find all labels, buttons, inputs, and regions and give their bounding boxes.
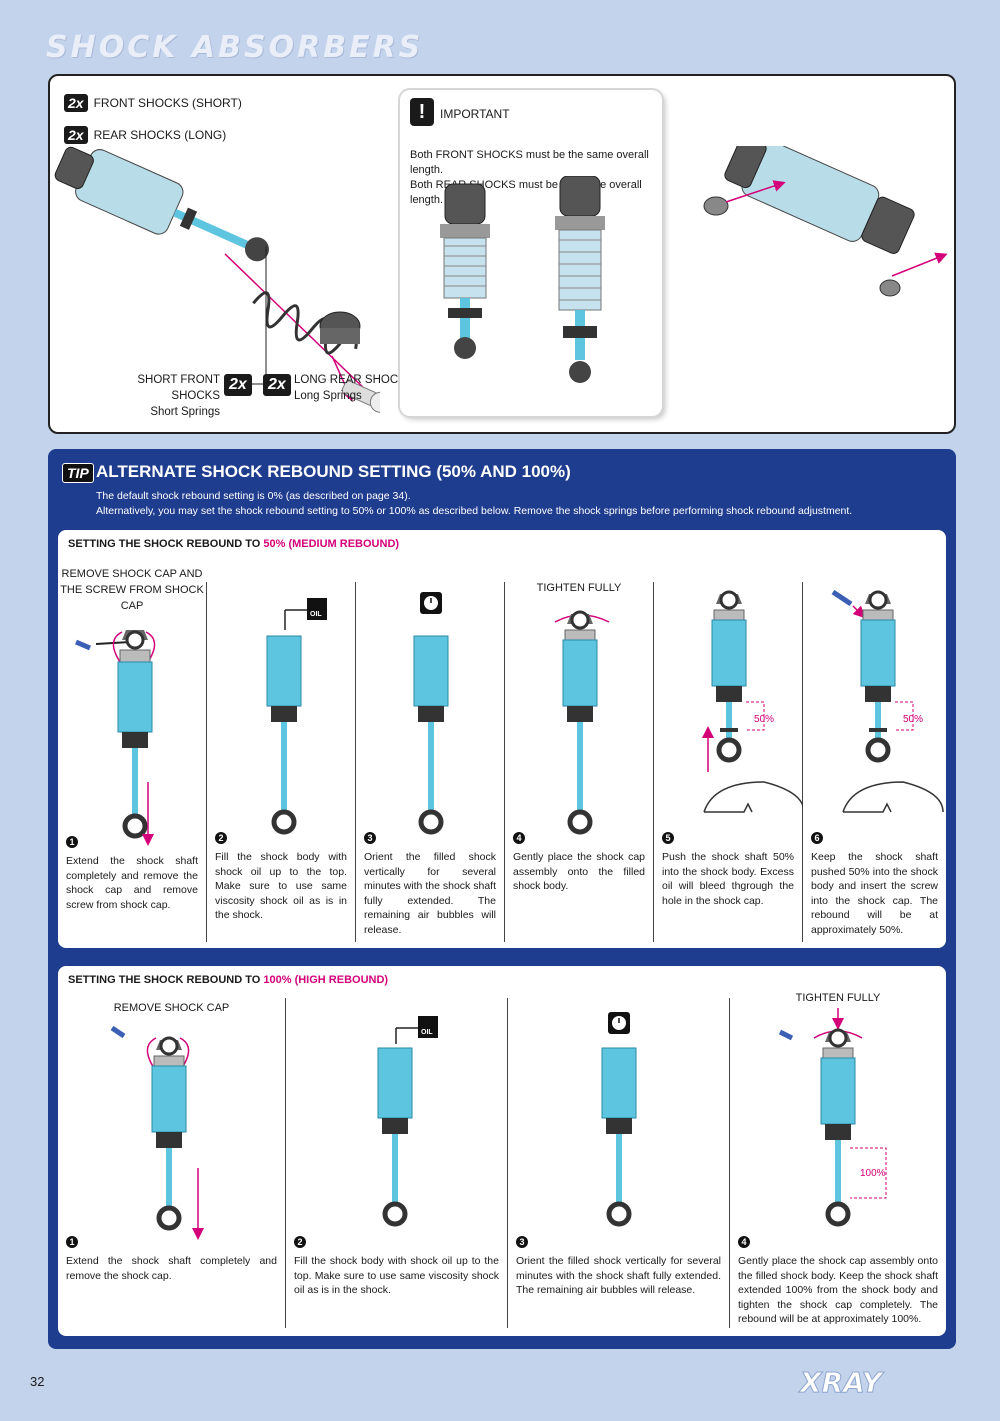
section-title-pct: 50% (MEDIUM REBOUND) <box>263 538 400 550</box>
step-number: 4 <box>738 1236 750 1248</box>
exploded-shock-illustration <box>54 146 380 413</box>
step-text: Orient the filled shock vertically for s… <box>364 851 496 936</box>
important-title: IMPORTANT <box>440 107 510 121</box>
rebound-100-section: SETTING THE SHOCK REBOUND TO 100% (HIGH … <box>58 966 946 1336</box>
rear-shocks-qty-row: 2x REAR SHOCKS (LONG) <box>64 126 226 144</box>
step-card: 50% 5 Push the shock shaft 50% into the … <box>654 582 803 942</box>
step-text: Keep the shock shaft pushed 50% into the… <box>811 851 938 936</box>
step-number: 1 <box>66 836 78 848</box>
step-heading: REMOVE SHOCK CAP AND THE SCREW FROM SHOC… <box>60 568 204 612</box>
shock-step-illustration <box>75 630 156 846</box>
tip-title: ALTERNATE SHOCK REBOUND SETTING (50% AND… <box>96 462 571 481</box>
section-title: SETTING THE SHOCK REBOUND TO 100% (HIGH … <box>68 974 388 986</box>
step-number: 2 <box>294 1236 306 1248</box>
section-title: SETTING THE SHOCK REBOUND TO 50% (MEDIUM… <box>68 538 399 550</box>
short-springs-sub: Short Springs <box>150 406 220 418</box>
tip-panel: TIP ALTERNATE SHOCK REBOUND SETTING (50%… <box>48 449 956 1349</box>
rebound-50-section: SETTING THE SHOCK REBOUND TO 50% (MEDIUM… <box>58 530 946 948</box>
tip-badge: TIP <box>62 463 94 483</box>
shock-overview-panel: 2x FRONT SHOCKS (SHORT) 2x REAR SHOCKS (… <box>48 74 956 434</box>
shock-step-illustration: OIL <box>377 1016 438 1227</box>
section-title-pct: 100% (HIGH REBOUND) <box>263 974 389 986</box>
xray-logo: XRAY <box>798 1366 886 1400</box>
rebound-50-label: 50% <box>903 714 923 725</box>
tip-description: The default shock rebound setting is 0% … <box>96 489 852 519</box>
oil-icon: OIL <box>421 1029 433 1036</box>
step-heading: REMOVE SHOCK CAP <box>113 1002 230 1014</box>
shock-step-illustration <box>413 592 449 835</box>
section-title-prefix: SETTING THE SHOCK REBOUND TO <box>68 538 264 550</box>
tip-line: Alternatively, you may set the shock reb… <box>96 505 853 517</box>
step-number: 4 <box>513 832 525 844</box>
step-number: 3 <box>364 832 376 844</box>
short-front-shocks-title: SHORT FRONT SHOCKS <box>137 374 220 402</box>
step-text: Orient the filled shock vertically for s… <box>516 1255 721 1296</box>
step-heading: TIGHTEN FULLY <box>795 992 881 1004</box>
shock-step-illustration: OIL <box>266 598 327 835</box>
step-card: TIGHTEN FULLY 4 Gently place the shock c… <box>505 582 654 942</box>
step-card: OIL 2 Fill the shock body with shock oil… <box>286 998 508 1328</box>
step-number: 3 <box>516 1236 528 1248</box>
qty-badge: 2x <box>64 94 88 112</box>
short-springs-label: SHORT FRONT SHOCKS Short Springs <box>120 372 220 420</box>
step-text: Fill the shock body with shock oil up to… <box>294 1255 499 1296</box>
rear-shocks-label: REAR SHOCKS (LONG) <box>93 128 227 142</box>
front-shocks-qty-row: 2x FRONT SHOCKS (SHORT) <box>64 94 242 112</box>
shock-step-illustration <box>110 1025 204 1240</box>
shock-step-illustration <box>554 610 610 835</box>
step-number: 2 <box>215 832 227 844</box>
spring-connector-lines <box>248 246 284 385</box>
step-text: Extend the shock shaft completely and re… <box>66 855 198 911</box>
step-text: Gently place the shock cap assembly onto… <box>738 1255 938 1325</box>
step-card: 3 Orient the filled shock vertically for… <box>356 582 505 942</box>
rebound-100-label: 100% <box>860 1168 886 1179</box>
step-text: Fill the shock body with shock oil up to… <box>215 851 347 921</box>
important-line: Both FRONT SHOCKS must be the same overa… <box>410 149 649 176</box>
step-card: TIGHTEN FULLY 100% 4 Gently place the sh… <box>730 992 946 1328</box>
step-card: OIL 2 Fill the shock body with shock oil… <box>207 582 356 942</box>
step-card: 3 Orient the filled shock vertically for… <box>508 998 730 1328</box>
page-title: SHOCK ABSORBERS <box>46 30 424 65</box>
important-notice: ! IMPORTANT Both FRONT SHOCKS must be th… <box>400 90 662 416</box>
step-number: 1 <box>66 1236 78 1248</box>
shock-step-illustration <box>601 1012 637 1227</box>
step-card: REMOVE SHOCK CAP AND THE SCREW FROM SHOC… <box>58 568 207 942</box>
long-springs-label: LONG REAR SHOCKS Long Springs <box>294 372 414 404</box>
rebound-50-label: 50% <box>754 714 774 725</box>
step-number: 5 <box>662 832 674 844</box>
step-text: Push the shock shaft 50% into the shock … <box>662 851 794 907</box>
long-springs-sub: Long Springs <box>294 390 362 402</box>
front-shocks-label: FRONT SHOCKS (SHORT) <box>93 96 242 110</box>
qty-badge: 2x <box>64 126 88 144</box>
long-rear-shocks-title: LONG REAR SHOCKS <box>294 374 414 386</box>
tip-line: The default shock rebound setting is 0% … <box>96 490 411 502</box>
shock-cap-exploded-illustration <box>703 146 948 297</box>
oil-icon: OIL <box>310 611 322 618</box>
step-card: REMOVE SHOCK CAP 1 Extend the shock shaf… <box>58 998 286 1328</box>
page-number: 32 <box>30 1374 45 1389</box>
qty-badge: 2x <box>224 374 252 396</box>
step-heading: TIGHTEN FULLY <box>536 582 622 594</box>
warning-icon: ! <box>410 98 434 126</box>
step-text: Gently place the shock cap assembly onto… <box>513 851 645 892</box>
shock-step-illustration: 50% <box>831 589 944 813</box>
assembled-shocks-illustration <box>440 176 605 383</box>
step-number: 6 <box>811 832 823 844</box>
xray-logo-text: XRAY <box>798 1366 885 1399</box>
qty-badge: 2x <box>263 374 291 396</box>
section-title-prefix: SETTING THE SHOCK REBOUND TO <box>68 974 264 986</box>
step-text: Extend the shock shaft completely and re… <box>66 1255 277 1282</box>
shock-step-illustration: 100% <box>778 1008 887 1227</box>
step-card: 50% 6 Keep the shock shaft pushed 50% in… <box>803 582 946 942</box>
shock-step-illustration: 50% <box>702 590 803 813</box>
